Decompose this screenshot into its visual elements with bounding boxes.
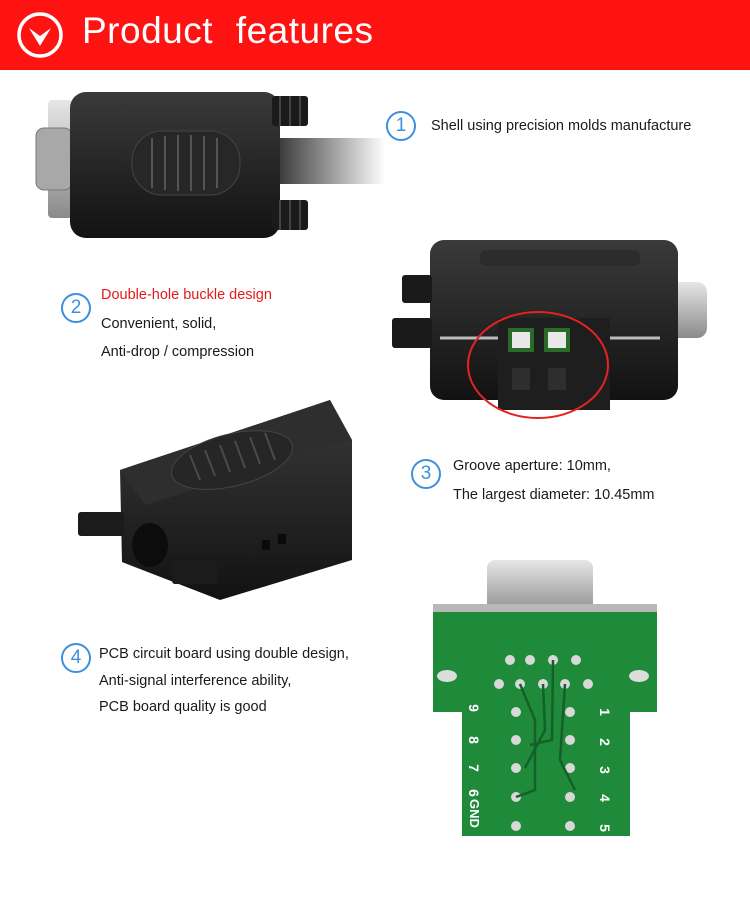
pcb-label-gnd: GND (466, 799, 482, 828)
pcb-label-4: 4 (596, 794, 613, 802)
pcb-label-5: 5 (596, 824, 613, 832)
feature-2-line-1: Convenient, solid, (101, 315, 217, 332)
feature-3-line-2: The largest diameter: 10.45mm (453, 487, 655, 503)
buckle-detail-image (392, 240, 707, 419)
feature-1-line-1: Shell using precision molds manufacture (431, 118, 692, 134)
connector-hood-side-image (35, 92, 385, 238)
page-title: Product features (82, 10, 374, 51)
feature-2-line-2: Anti-drop / compression (101, 344, 255, 360)
feature-4-text: PCB circuit board using double design, A… (99, 641, 349, 721)
feature-4-line-3: PCB board quality is good (99, 699, 267, 715)
feature-4-line-2: Anti-signal interference ability, (99, 672, 292, 689)
pcb-board-image (433, 560, 657, 836)
header-bar: Product features (0, 0, 750, 70)
pcb-label-9: 9 (465, 704, 482, 712)
feature-2-number-badge: 2 (61, 293, 91, 323)
feature-1-number-badge: 1 (386, 111, 416, 141)
feature-3-line-1: Groove aperture: 10mm, (453, 458, 611, 474)
feature-2-text: Double-hole buckle design Convenient, so… (101, 281, 272, 367)
pcb-label-1: 1 (596, 708, 613, 716)
feature-4-line-1: PCB circuit board using double design, (99, 646, 349, 662)
feature-3-number-badge: 3 (411, 459, 441, 489)
pcb-label-6: 6 (465, 789, 482, 797)
pcb-label-8: 8 (465, 736, 482, 744)
pcb-label-3: 3 (596, 766, 613, 774)
chevron-down-circle-icon (17, 12, 63, 58)
feature-2-highlight: Double-hole buckle design (101, 287, 272, 303)
pcb-label-2: 2 (596, 738, 613, 746)
connector-hood-perspective-image (78, 400, 352, 600)
feature-1-text: Shell using precision molds manufacture (431, 118, 691, 134)
feature-4-number-badge: 4 (61, 643, 91, 673)
pcb-label-7: 7 (465, 764, 482, 772)
feature-3-text: Groove aperture: 10mm, The largest diame… (453, 452, 654, 510)
